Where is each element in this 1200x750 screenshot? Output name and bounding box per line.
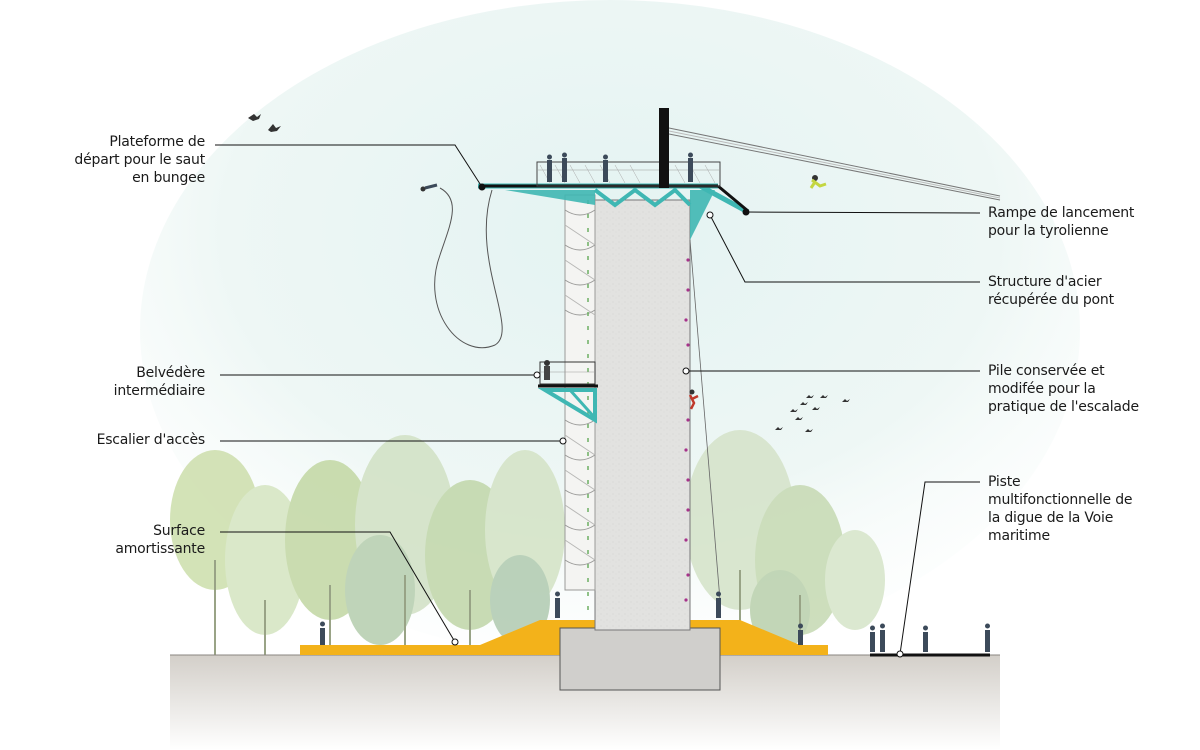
zipline-rider (809, 175, 827, 189)
leader-lines (215, 144, 981, 658)
leader-cushion (220, 531, 456, 643)
label-cushion-surface: Surface amortissante (115, 523, 205, 557)
label-steel-structure: Structure d'acier récupérée du pont (988, 274, 1114, 308)
cushion-surface (300, 620, 828, 655)
leader-steel-structure (709, 214, 980, 283)
intermediate-belvedere (537, 360, 598, 424)
label-intermediate-belvedere: Belvédère intermédiaire (113, 365, 206, 399)
leader-bungee-platform (215, 144, 483, 188)
pier-foundation (559, 627, 721, 691)
concrete-pier (594, 199, 691, 631)
label-stairs: Escalier d'accès (96, 432, 206, 448)
climbing-holds (684, 258, 690, 602)
label-zipline-ramp: Rampe de lancement pour la tyrolienne (988, 205, 1135, 239)
platform-people (547, 152, 693, 182)
top-platform (480, 108, 749, 213)
label-bungee-platform: Plateforme de départ pour le saut en bun… (74, 134, 205, 186)
leader-multi-path (899, 481, 980, 655)
multi-path (870, 623, 990, 657)
label-multi-path: Piste multifonctionnelle de la digue de … (988, 474, 1133, 544)
ground-people (320, 591, 803, 645)
bungee-jumper (420, 183, 503, 349)
label-pier: Pile conservée et modifée pour la pratiq… (988, 363, 1139, 415)
zipline-cable (668, 127, 1001, 201)
background-trees (170, 430, 885, 655)
leader-zipline-ramp (745, 211, 981, 214)
climbing-rope (689, 239, 721, 601)
climber-figure (688, 389, 699, 410)
birds (248, 114, 850, 432)
access-staircase (564, 194, 596, 620)
